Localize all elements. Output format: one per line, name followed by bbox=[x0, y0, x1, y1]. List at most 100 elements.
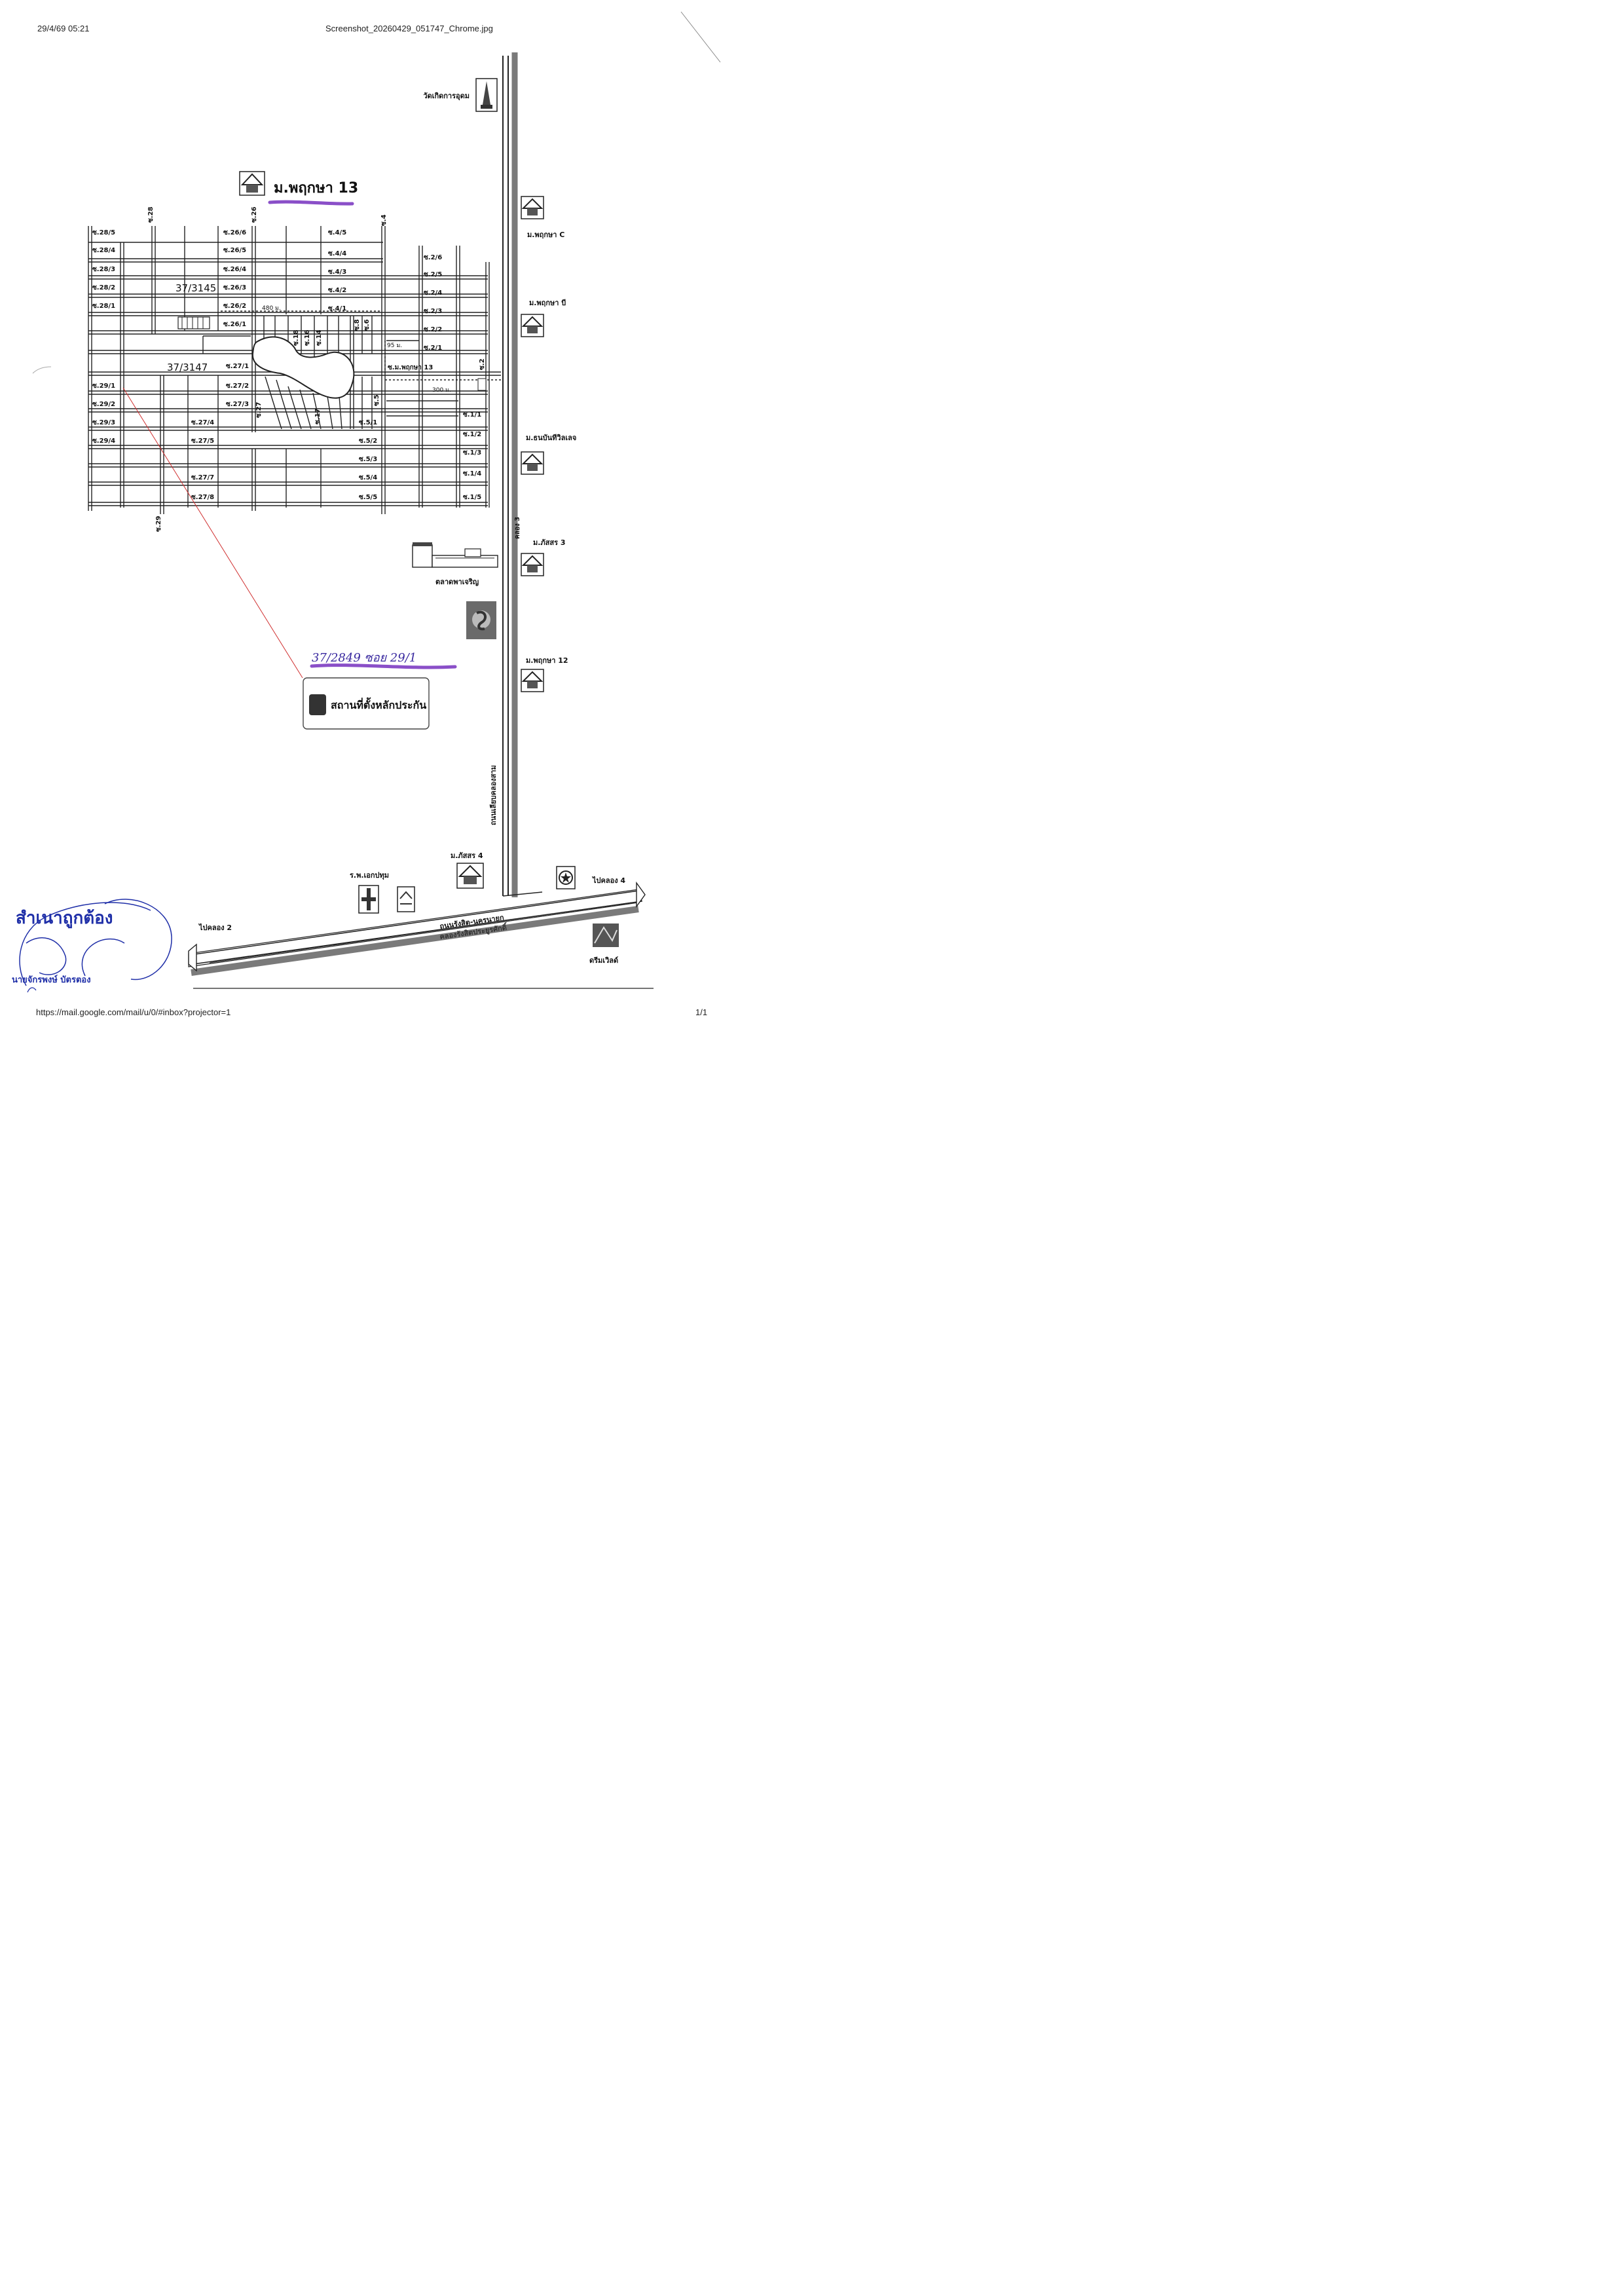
distance-480: 480 ม. bbox=[262, 305, 281, 312]
alley-label: ซ.1/3 bbox=[463, 449, 481, 457]
distance-95: 95 ม. bbox=[387, 343, 402, 349]
v-label-26: ซ.26 bbox=[251, 206, 258, 223]
note-highlight bbox=[310, 663, 457, 669]
temple-icon bbox=[475, 78, 498, 112]
canal-road-label: ถนนเลียบคลองสาม bbox=[489, 765, 498, 825]
certified-copy-stamp bbox=[19, 899, 172, 993]
alley-label: ซ.27/5 bbox=[191, 438, 214, 445]
v-label-4: ซ.4 bbox=[380, 214, 388, 226]
alley-label: ซ.2/4 bbox=[424, 289, 442, 297]
temple-label: วัดเกิดการอุดม bbox=[423, 92, 470, 101]
canal-3-label: คลอง 3 bbox=[514, 517, 521, 539]
v-label-5: ซ.5 bbox=[373, 394, 380, 406]
alley-label: ซ.29/4 bbox=[92, 438, 115, 445]
scan-mark bbox=[680, 11, 721, 63]
market-icon bbox=[412, 542, 498, 568]
v-label-16: ซ.16 bbox=[304, 329, 311, 346]
alley-label: ซ.2/3 bbox=[424, 308, 442, 315]
alley-label: ซ.5/2 bbox=[359, 438, 377, 445]
village-passorn-3: ม.ภัสสร 3 bbox=[533, 538, 566, 547]
village-pruksa-b: ม.พฤกษา บี bbox=[529, 299, 566, 307]
village-passorn-4: ม.ภัสสร 4 bbox=[451, 851, 483, 860]
house-icon bbox=[239, 171, 265, 196]
alley-label: ซ.29/2 bbox=[92, 401, 115, 408]
bank-icon bbox=[397, 886, 415, 912]
alley-label: ซ.2/1 bbox=[424, 345, 442, 352]
dreamworld-icon bbox=[593, 924, 619, 947]
house-icon bbox=[521, 553, 544, 576]
dreamworld-label: ดรีมเวิลด์ bbox=[589, 956, 618, 965]
alley-label: ซ.4/4 bbox=[328, 250, 346, 257]
alley-label: ซ.26/6 bbox=[223, 229, 246, 236]
alley-label: ซ.1/5 bbox=[463, 494, 481, 501]
main-road bbox=[188, 881, 646, 976]
distance-300: 300 ม. bbox=[432, 387, 451, 394]
alley-label: ซ.26/2 bbox=[223, 303, 246, 310]
alley-label: ซ.29/1 bbox=[92, 382, 115, 390]
alley-label: ซ.28/5 bbox=[92, 229, 115, 236]
scan-mark-left bbox=[32, 366, 52, 374]
village-icons bbox=[521, 196, 544, 692]
to-khlong-4-label: ไปคลอง 4 bbox=[591, 876, 625, 885]
hospital-cross-icon bbox=[358, 885, 379, 914]
alley-label: ซ.5/5 bbox=[359, 494, 377, 501]
alley-label: ซ.27/4 bbox=[191, 419, 214, 426]
main-alley-label: ซ.ม.พฤกษา 13 bbox=[388, 364, 433, 371]
v-label-17: ซ.17 bbox=[314, 408, 322, 424]
stamp-text: สำเนาถูกต้อง bbox=[16, 908, 113, 929]
alley-label: ซ.4/2 bbox=[328, 287, 346, 294]
page-number: 1/1 bbox=[695, 1007, 708, 1017]
hospital-label: ร.พ.เอกปทุม bbox=[350, 871, 389, 880]
village-title: ม.พฤกษา 13 bbox=[274, 180, 358, 196]
print-datetime: 29/4/69 05:21 bbox=[37, 24, 90, 33]
alley-label: ซ.26/3 bbox=[223, 284, 246, 291]
legend-label: สถานที่ตั้งหลักประกัน bbox=[331, 697, 426, 711]
village-bottom-icon bbox=[456, 863, 484, 889]
alley-label: ซ.5/1 bbox=[359, 419, 377, 426]
alley-label: ซ.28/1 bbox=[92, 303, 115, 310]
v-label-27: ซ.27 bbox=[255, 401, 263, 418]
alley-label: ซ.2/6 bbox=[424, 254, 442, 261]
alley-label: ซ.27/2 bbox=[226, 382, 249, 390]
house-icon bbox=[521, 669, 544, 692]
village-thanabun: ม.ธนบันทีวิลเลจ bbox=[526, 434, 576, 442]
alley-label: ซ.28/4 bbox=[92, 247, 115, 254]
alley-label: ซ.28/3 bbox=[92, 266, 115, 273]
pond bbox=[251, 336, 355, 399]
alley-label: ซ.26/5 bbox=[223, 247, 246, 254]
handwritten-note: 37/2849 ซอย 29/1 bbox=[312, 651, 416, 665]
title-highlight bbox=[268, 200, 354, 206]
house-icon bbox=[521, 196, 544, 219]
v-label-29: ซ.29 bbox=[155, 515, 162, 532]
village-pruksa-12: ม.พฤกษา 12 bbox=[526, 656, 568, 665]
lot-3145: 37/3145 bbox=[175, 282, 216, 294]
alley-label: ซ.4/5 bbox=[328, 229, 346, 236]
star-logo-icon bbox=[556, 866, 576, 889]
alley-label: ซ.28/2 bbox=[92, 284, 115, 291]
canal-road bbox=[502, 52, 518, 897]
v-label-18: ซ.18 bbox=[293, 329, 300, 346]
alley-label: ซ.2/2 bbox=[424, 326, 442, 333]
pointer-line bbox=[122, 387, 303, 679]
gate-icon bbox=[477, 378, 487, 391]
alley-label: ซ.27/8 bbox=[191, 494, 214, 501]
alley-label: ซ.26/4 bbox=[223, 266, 246, 273]
map-drawing: วัดเกิดการอุดม ม.พฤกษา 13 bbox=[12, 11, 721, 993]
building-icon bbox=[177, 316, 210, 329]
alley-label: ซ.29/3 bbox=[92, 419, 115, 426]
alley-label: ซ.1/2 bbox=[463, 431, 481, 438]
village-pruksa-c: ม.พฤกษา C bbox=[527, 231, 564, 239]
alley-label: ซ.27/1 bbox=[226, 363, 249, 370]
house-icon bbox=[521, 314, 544, 337]
lot-3147: 37/3147 bbox=[167, 362, 208, 373]
to-khlong-2-label: ไปคลอง 2 bbox=[198, 923, 232, 932]
market-label: ตลาดพาเจริญ bbox=[435, 578, 479, 586]
building-hatch bbox=[181, 317, 204, 329]
alley-label: ซ.2/5 bbox=[424, 271, 442, 278]
page-url: https://mail.google.com/mail/u/0/#inbox?… bbox=[36, 1007, 231, 1017]
v-label-2: ซ.2 bbox=[479, 358, 486, 370]
stamp-name: นายจักรพงษ์ บัตรตอง bbox=[12, 975, 91, 985]
v-label-28: ซ.28 bbox=[147, 206, 155, 223]
house-icon bbox=[521, 451, 544, 475]
alley-labels: ซ.28/5 ซ.28/4 ซ.28/3 ซ.28/2 ซ.28/1 ซ.26/6 ซ.26… bbox=[92, 229, 481, 501]
